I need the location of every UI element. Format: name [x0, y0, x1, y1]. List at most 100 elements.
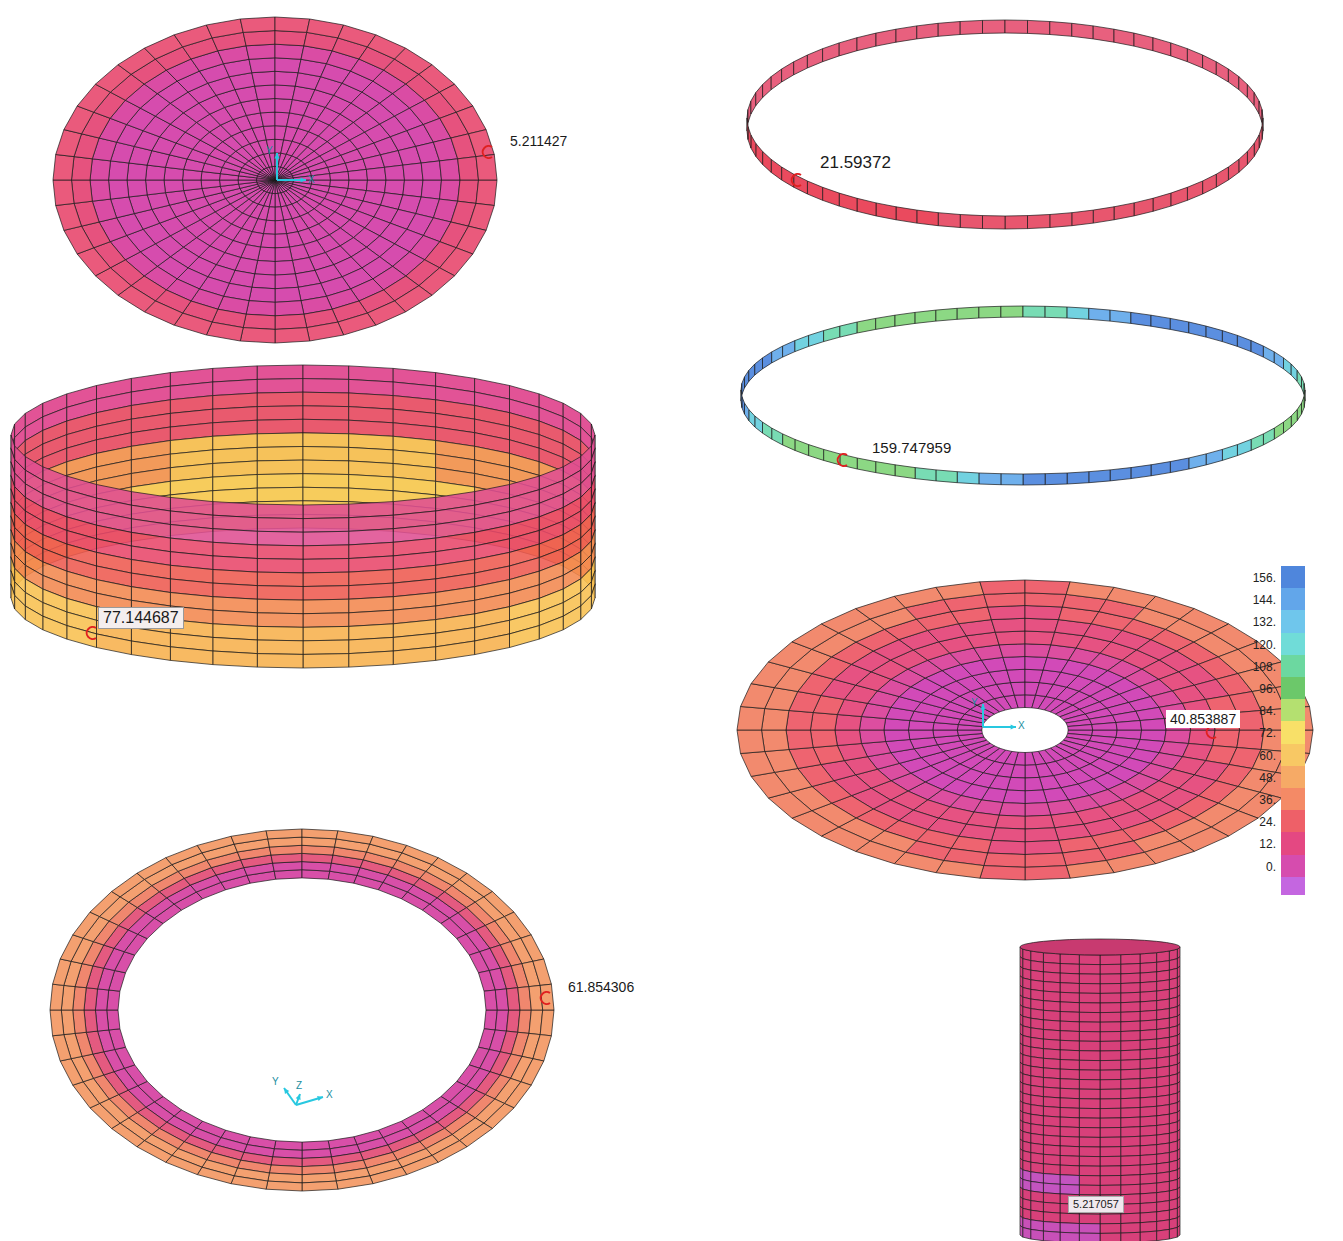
- shell-element: [11, 584, 15, 609]
- shell-element: [303, 640, 349, 654]
- bottom-plate-element: [995, 631, 1025, 645]
- bottom-plate-element: [995, 815, 1025, 829]
- pipe-element: [1121, 1079, 1140, 1089]
- bottom-plate-element: [1014, 695, 1025, 708]
- pipe-element: [1100, 955, 1121, 965]
- shell-element: [510, 626, 540, 648]
- pipe-element: [1169, 1228, 1177, 1240]
- shell-element: [303, 474, 349, 488]
- pipe-element: [1121, 1165, 1140, 1175]
- roof-plate-element: [240, 17, 275, 32]
- roof-plate-element: [272, 166, 275, 180]
- annular-plate-element: [266, 1181, 302, 1191]
- annular-plate-element: [60, 935, 83, 962]
- annular-plate-element: [137, 858, 172, 880]
- ring-element: [756, 85, 763, 106]
- pipe-element: [1121, 1136, 1140, 1146]
- shell-element: [257, 447, 303, 461]
- bottom-plate-element: [1025, 580, 1070, 594]
- roof-plate-element: [238, 180, 257, 184]
- shell-element: [303, 518, 349, 533]
- annular-plate-element: [137, 1141, 172, 1163]
- bottom-plate-element: [1025, 593, 1066, 607]
- roof-plate-element: [275, 247, 292, 261]
- bottom-plate-element: [835, 715, 862, 731]
- pipe-element: [1140, 1183, 1157, 1194]
- shell-element: [563, 606, 581, 630]
- roof-plate-element: [403, 163, 423, 180]
- ring-element: [1189, 322, 1206, 337]
- ring-element: [1228, 69, 1238, 90]
- pipe-element: [1121, 1031, 1140, 1041]
- pipe-element: [1100, 1060, 1121, 1070]
- ring-element: [839, 193, 857, 211]
- pipe-element: [1100, 1233, 1121, 1241]
- pipe-element: [1121, 1232, 1140, 1241]
- bottom-plate-element: [1025, 828, 1059, 842]
- ring-element: [979, 473, 1001, 485]
- pipe-element: [1140, 1068, 1157, 1079]
- annular-plate-element: [73, 1082, 100, 1108]
- ring-element: [749, 364, 755, 381]
- shell-element: [581, 595, 592, 619]
- ring-element: [876, 462, 895, 476]
- annular-plate-element: [50, 984, 64, 1010]
- ring-element: [1259, 101, 1262, 123]
- pipe-element: [1100, 984, 1121, 994]
- roof-plate-element: [240, 328, 275, 343]
- bottom-plate-element: [1025, 618, 1059, 632]
- roof-plate-element: [252, 274, 275, 289]
- ring-element: [824, 326, 840, 342]
- pipe-element: [1140, 1116, 1157, 1127]
- shell-element: [303, 504, 349, 518]
- pipe-element: [1140, 1212, 1157, 1223]
- ring-element: [1089, 308, 1110, 321]
- roof-plate-element: [206, 19, 243, 38]
- bottom-plate-element: [737, 707, 765, 731]
- pipe-element: [1121, 1088, 1140, 1098]
- roof-plate-element: [275, 207, 284, 221]
- shell-element: [591, 584, 595, 609]
- ring-element: [1151, 462, 1170, 476]
- roof-plate-element: [275, 193, 281, 207]
- annular-plate-element: [112, 1123, 145, 1147]
- ring-element: [749, 410, 755, 427]
- pipe-element: [1100, 1185, 1121, 1195]
- roof-plate-element: [183, 180, 202, 191]
- pipe-element: [1140, 1193, 1157, 1204]
- bottom-plate-element: [1140, 719, 1166, 731]
- pipe-element: [1121, 1146, 1140, 1156]
- pipe-element: [1079, 1089, 1100, 1099]
- shell-element: [257, 504, 303, 518]
- shell-element: [15, 595, 26, 619]
- ring-element: [1131, 465, 1151, 479]
- bottom-plate-element: [741, 684, 775, 709]
- annular-plate-element: [90, 1104, 120, 1129]
- pipe-element: [1079, 1137, 1100, 1147]
- roof-plate-element: [385, 180, 405, 195]
- shell-element: [303, 419, 349, 434]
- roof-plate-element: [53, 180, 74, 206]
- annular-plate-element: [302, 1181, 338, 1191]
- annular-plate-element: [540, 1010, 554, 1036]
- ring-element: [957, 472, 979, 484]
- annular-plate-element: [460, 873, 493, 897]
- ring-element: [807, 49, 822, 68]
- annular-plate-element: [533, 1035, 552, 1061]
- annular-plate-element: [231, 831, 268, 844]
- ring-element: [748, 127, 751, 149]
- ring-element: [1216, 62, 1228, 82]
- pipe-element: [1140, 1164, 1157, 1175]
- ring-element: [857, 33, 876, 51]
- roof-plate-element: [206, 322, 243, 341]
- ring-element: [809, 331, 824, 347]
- shell-element: [257, 365, 303, 379]
- roof-plate-element: [246, 44, 275, 59]
- node-marker: [541, 992, 550, 1004]
- pipe-element: [1079, 1156, 1100, 1166]
- ring-element: [747, 118, 748, 140]
- bottom-plate-element: [762, 730, 789, 752]
- roof-plate-element: [275, 287, 301, 302]
- roof-plate-element: [261, 112, 276, 126]
- ring-element: [1067, 472, 1089, 484]
